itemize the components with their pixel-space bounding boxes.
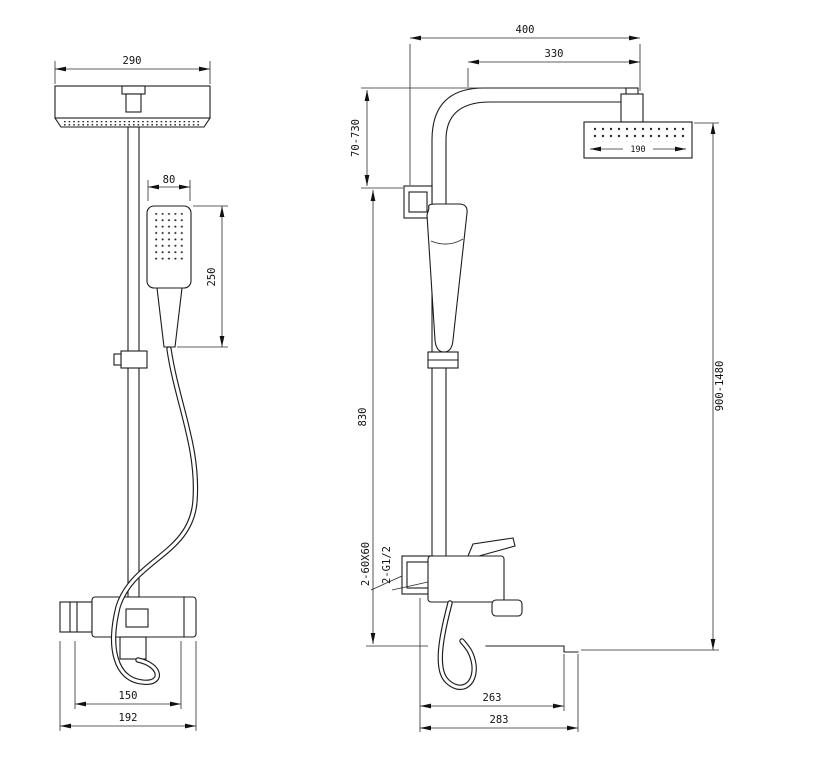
hand-shower-side bbox=[426, 203, 468, 369]
dim-hand-shower-height: 250 bbox=[177, 205, 228, 348]
hand-shower-profile bbox=[426, 203, 468, 353]
slider-bracket-front bbox=[113, 350, 148, 369]
dimension-label: 190 bbox=[630, 145, 645, 155]
mixer-lever bbox=[467, 537, 516, 557]
dimension-label: 400 bbox=[516, 24, 535, 36]
hose-inner bbox=[438, 601, 476, 689]
mixer-outlet bbox=[119, 636, 147, 660]
hand-shower-front bbox=[146, 205, 192, 348]
dim-hand-shower-width: 80 bbox=[147, 174, 191, 201]
dim-base-depth: 283 bbox=[420, 654, 579, 732]
connector-body bbox=[620, 93, 644, 123]
dimension-label: 900-1480 bbox=[714, 361, 726, 412]
dimension-label: 290 bbox=[123, 55, 142, 67]
dim-mixer-width: 192 bbox=[59, 641, 197, 731]
dim-arm-projection: 400 bbox=[409, 24, 641, 185]
mixer-spout bbox=[491, 599, 523, 617]
spray-face-dots bbox=[153, 213, 185, 263]
hose-inner bbox=[112, 347, 198, 684]
label-flange-size: 2-60X60 bbox=[360, 542, 403, 591]
head-connector-cap bbox=[121, 85, 146, 95]
annotation-label: 2-G1/2 bbox=[381, 546, 393, 584]
dim-arm-length: 330 bbox=[467, 48, 640, 87]
dimension-label: 330 bbox=[545, 48, 564, 60]
hand-shower-handle bbox=[156, 287, 183, 348]
head-connector-side bbox=[620, 87, 644, 123]
dimension-label: 250 bbox=[206, 268, 218, 287]
label-thread-size: 2-G1/2 bbox=[381, 546, 429, 591]
mixer-center-detail bbox=[125, 608, 149, 628]
dimension-label: 80 bbox=[163, 174, 176, 186]
shower-hose-side bbox=[437, 600, 477, 690]
nozzle-face-edge bbox=[54, 117, 211, 128]
dim-head-depth: 190 bbox=[590, 143, 686, 155]
mixer-side bbox=[427, 537, 523, 617]
mixer-handle bbox=[59, 601, 93, 633]
pipe-inner-line bbox=[445, 101, 623, 557]
bracket-inner bbox=[408, 191, 428, 213]
nozzle-dots-side bbox=[589, 127, 687, 142]
front-view: 290 80 250 bbox=[54, 55, 228, 731]
rain-shower-head-front bbox=[54, 85, 211, 128]
dim-riser-height: 830 bbox=[357, 190, 428, 647]
leader-line bbox=[370, 575, 403, 591]
dim-top-adjust-range: 70-730 bbox=[350, 87, 484, 189]
label-background bbox=[623, 143, 653, 154]
dim-head-width: 290 bbox=[54, 55, 211, 84]
dimension-label: 150 bbox=[119, 690, 138, 702]
dimension-label: 283 bbox=[490, 714, 509, 726]
slider-body bbox=[120, 350, 148, 369]
dimension-label: 263 bbox=[483, 692, 502, 704]
dimension-label: 830 bbox=[357, 408, 369, 427]
hand-shower-contour bbox=[430, 238, 464, 245]
mixer-front bbox=[59, 596, 197, 660]
rain-shower-head-side: 190 bbox=[583, 121, 693, 159]
dim-inlet-spacing: 150 bbox=[74, 641, 182, 709]
head-connector-stem bbox=[125, 93, 142, 113]
side-view: 400 330 190 70-7 bbox=[350, 24, 726, 732]
mixer-body-side bbox=[427, 555, 505, 603]
slider-knob bbox=[113, 353, 122, 366]
leader-line bbox=[391, 581, 429, 591]
mounting-surface-line bbox=[485, 645, 579, 653]
dim-overall-height: 900-1480 bbox=[581, 122, 726, 651]
dimension-label: 192 bbox=[119, 712, 138, 724]
dim-spout-reach: 263 bbox=[419, 598, 565, 732]
dimension-label: 70-730 bbox=[350, 119, 362, 157]
shower-hose-front bbox=[110, 346, 199, 685]
annotation-label: 2-60X60 bbox=[360, 542, 372, 586]
